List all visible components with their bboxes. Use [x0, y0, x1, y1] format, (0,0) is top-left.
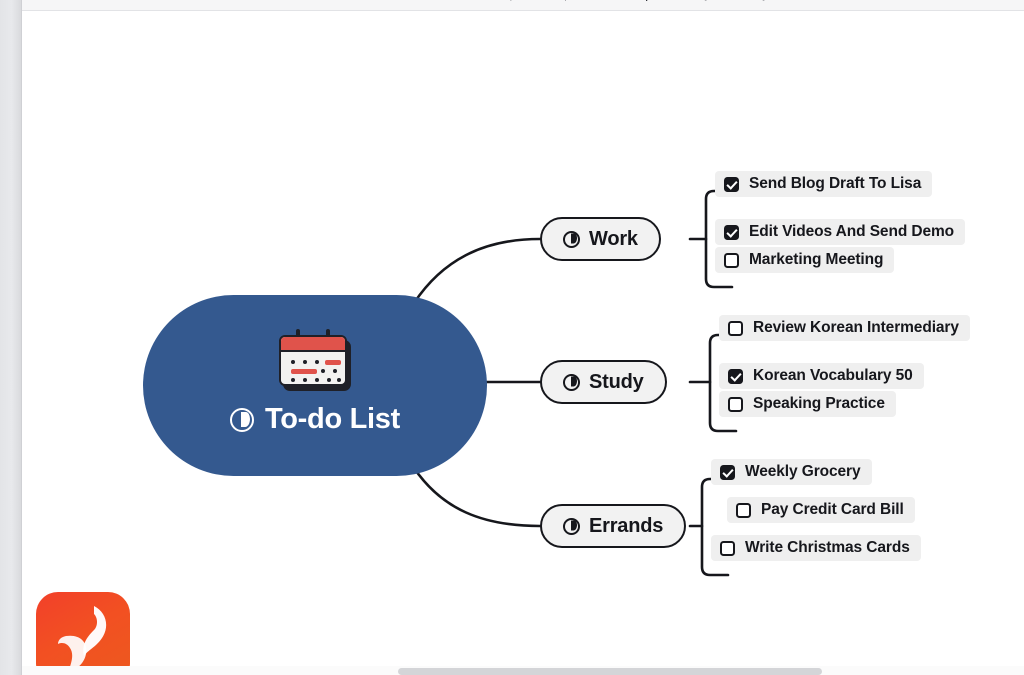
- task-label: Weekly Grocery: [745, 463, 861, 480]
- progress-pie-icon: [563, 230, 580, 248]
- toolbar-item-relationship[interactable]: Relationship: [595, 0, 651, 1]
- checkbox-checked-icon[interactable]: [728, 368, 743, 384]
- toolbar-item-topic[interactable]: Topic: [500, 0, 522, 1]
- mindmap-canvas[interactable]: To-do List Work Send Blog Draft To Lisa …: [22, 11, 1024, 675]
- xmind-logo[interactable]: [36, 592, 130, 675]
- toolbar-item-summary[interactable]: Summary: [727, 0, 767, 1]
- task-label: Marketing Meeting: [749, 251, 884, 268]
- task-label: Review Korean Intermediary: [753, 319, 959, 336]
- task-item[interactable]: Marketing Meeting: [715, 247, 895, 273]
- progress-pie-icon: [563, 517, 580, 535]
- branch-label-study: Study: [589, 370, 644, 393]
- left-rail: [0, 0, 22, 675]
- toolbar-left-group: Outline: [82, 0, 112, 1]
- connector-layer: [412, 189, 738, 577]
- branch-label-errands: Errands: [589, 514, 664, 537]
- checkbox-checked-icon[interactable]: [720, 464, 735, 480]
- toolbar-item-edit[interactable]: Edit: [992, 0, 1010, 1]
- connector-center-to-errands: [412, 466, 542, 528]
- task-label: Send Blog Draft To Lisa: [749, 175, 922, 192]
- progress-pie-icon: [563, 373, 580, 391]
- central-node-title-row: To-do List: [230, 403, 400, 436]
- checkbox-checked-icon[interactable]: [724, 176, 739, 192]
- connector-errands-bracket: [700, 477, 730, 577]
- toolbar-center-group: Topic Subtopic Relationship Boundary Sum…: [500, 0, 860, 1]
- connector-study-bracket: [708, 333, 738, 433]
- checkbox-unchecked-icon[interactable]: [728, 396, 743, 412]
- toolbar-item-insert[interactable]: Insert: [834, 0, 860, 1]
- progress-pie-icon: [230, 407, 254, 432]
- checkbox-checked-icon[interactable]: [724, 224, 739, 240]
- checkbox-unchecked-icon[interactable]: [728, 320, 743, 336]
- checkbox-unchecked-icon[interactable]: [724, 252, 739, 268]
- task-item[interactable]: Korean Vocabulary 50: [719, 363, 924, 389]
- toolbar-item-subtopic[interactable]: Subtopic: [540, 0, 577, 1]
- horizontal-scroll-track[interactable]: [22, 666, 1024, 675]
- task-item[interactable]: Edit Videos And Send Demo: [715, 219, 966, 245]
- task-label: Korean Vocabulary 50: [753, 367, 913, 384]
- task-label: Pay Credit Card Bill: [761, 501, 904, 518]
- toolbar-item-boundary[interactable]: Boundary: [669, 0, 709, 1]
- task-label: Speaking Practice: [753, 395, 885, 412]
- task-item[interactable]: Write Christmas Cards: [711, 535, 921, 561]
- task-item[interactable]: Review Korean Intermediary: [719, 315, 970, 341]
- task-item[interactable]: Weekly Grocery: [711, 459, 872, 485]
- connector-work-bracket: [704, 189, 734, 289]
- task-label: Write Christmas Cards: [745, 539, 910, 556]
- branch-label-work: Work: [589, 227, 638, 250]
- task-label: Edit Videos And Send Demo: [749, 223, 955, 240]
- toolbar-item-outline[interactable]: Outline: [82, 0, 112, 1]
- checkbox-unchecked-icon[interactable]: [720, 540, 735, 556]
- branch-node-errands[interactable]: Errands: [540, 504, 687, 548]
- task-item[interactable]: Send Blog Draft To Lisa: [715, 171, 933, 197]
- toolbar-item-marker[interactable]: Marker: [785, 0, 816, 1]
- connector-center-to-work: [412, 237, 542, 305]
- calendar-icon: [279, 329, 351, 391]
- central-node[interactable]: To-do List: [143, 295, 487, 476]
- toolbar-right-group: Edit: [992, 0, 1010, 1]
- task-item[interactable]: Pay Credit Card Bill: [727, 497, 915, 523]
- horizontal-scrollbar-thumb[interactable]: [398, 668, 822, 675]
- central-node-label: To-do List: [265, 403, 400, 435]
- checkbox-unchecked-icon[interactable]: [736, 502, 751, 518]
- branch-node-work[interactable]: Work: [540, 217, 661, 261]
- task-item[interactable]: Speaking Practice: [719, 391, 896, 417]
- top-toolbar: Outline Topic Subtopic Relationship Boun…: [22, 0, 1024, 11]
- branch-node-study[interactable]: Study: [540, 360, 667, 404]
